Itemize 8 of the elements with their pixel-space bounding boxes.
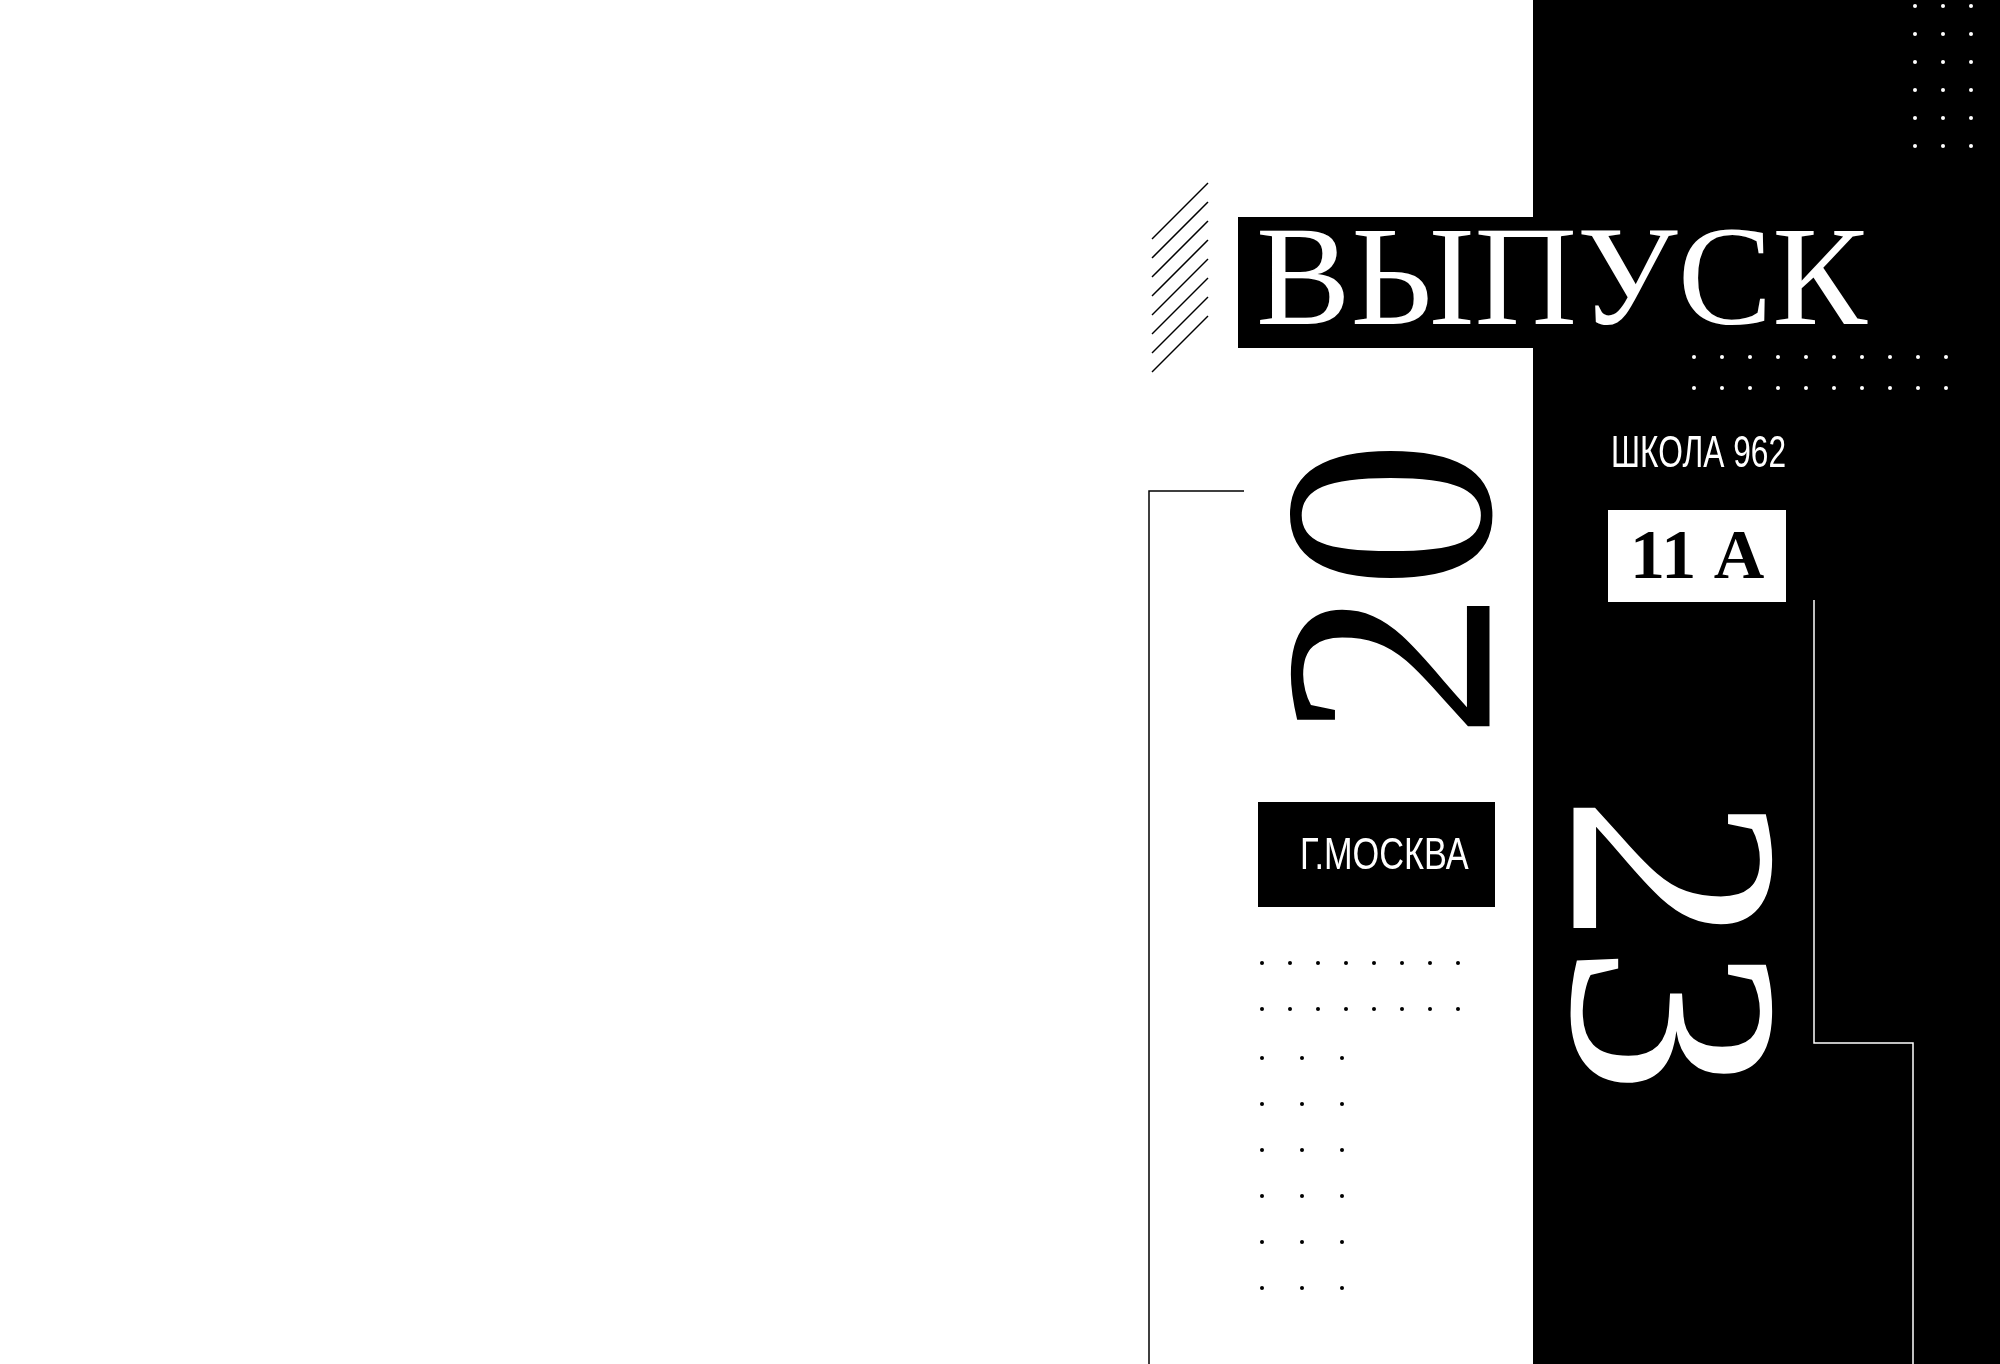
title-text: ВЫПУСК bbox=[1256, 205, 1868, 347]
city-text: Г.МОСКВА bbox=[1300, 832, 1469, 876]
class-box bbox=[1608, 510, 1786, 602]
city-box bbox=[1258, 802, 1495, 907]
year-digits: 23 bbox=[1524, 793, 1824, 1097]
year-digits: 20 bbox=[1244, 438, 1534, 741]
school-name: ШКОЛА 962 bbox=[1611, 430, 1786, 474]
class-text: 11 А bbox=[1630, 520, 1765, 590]
